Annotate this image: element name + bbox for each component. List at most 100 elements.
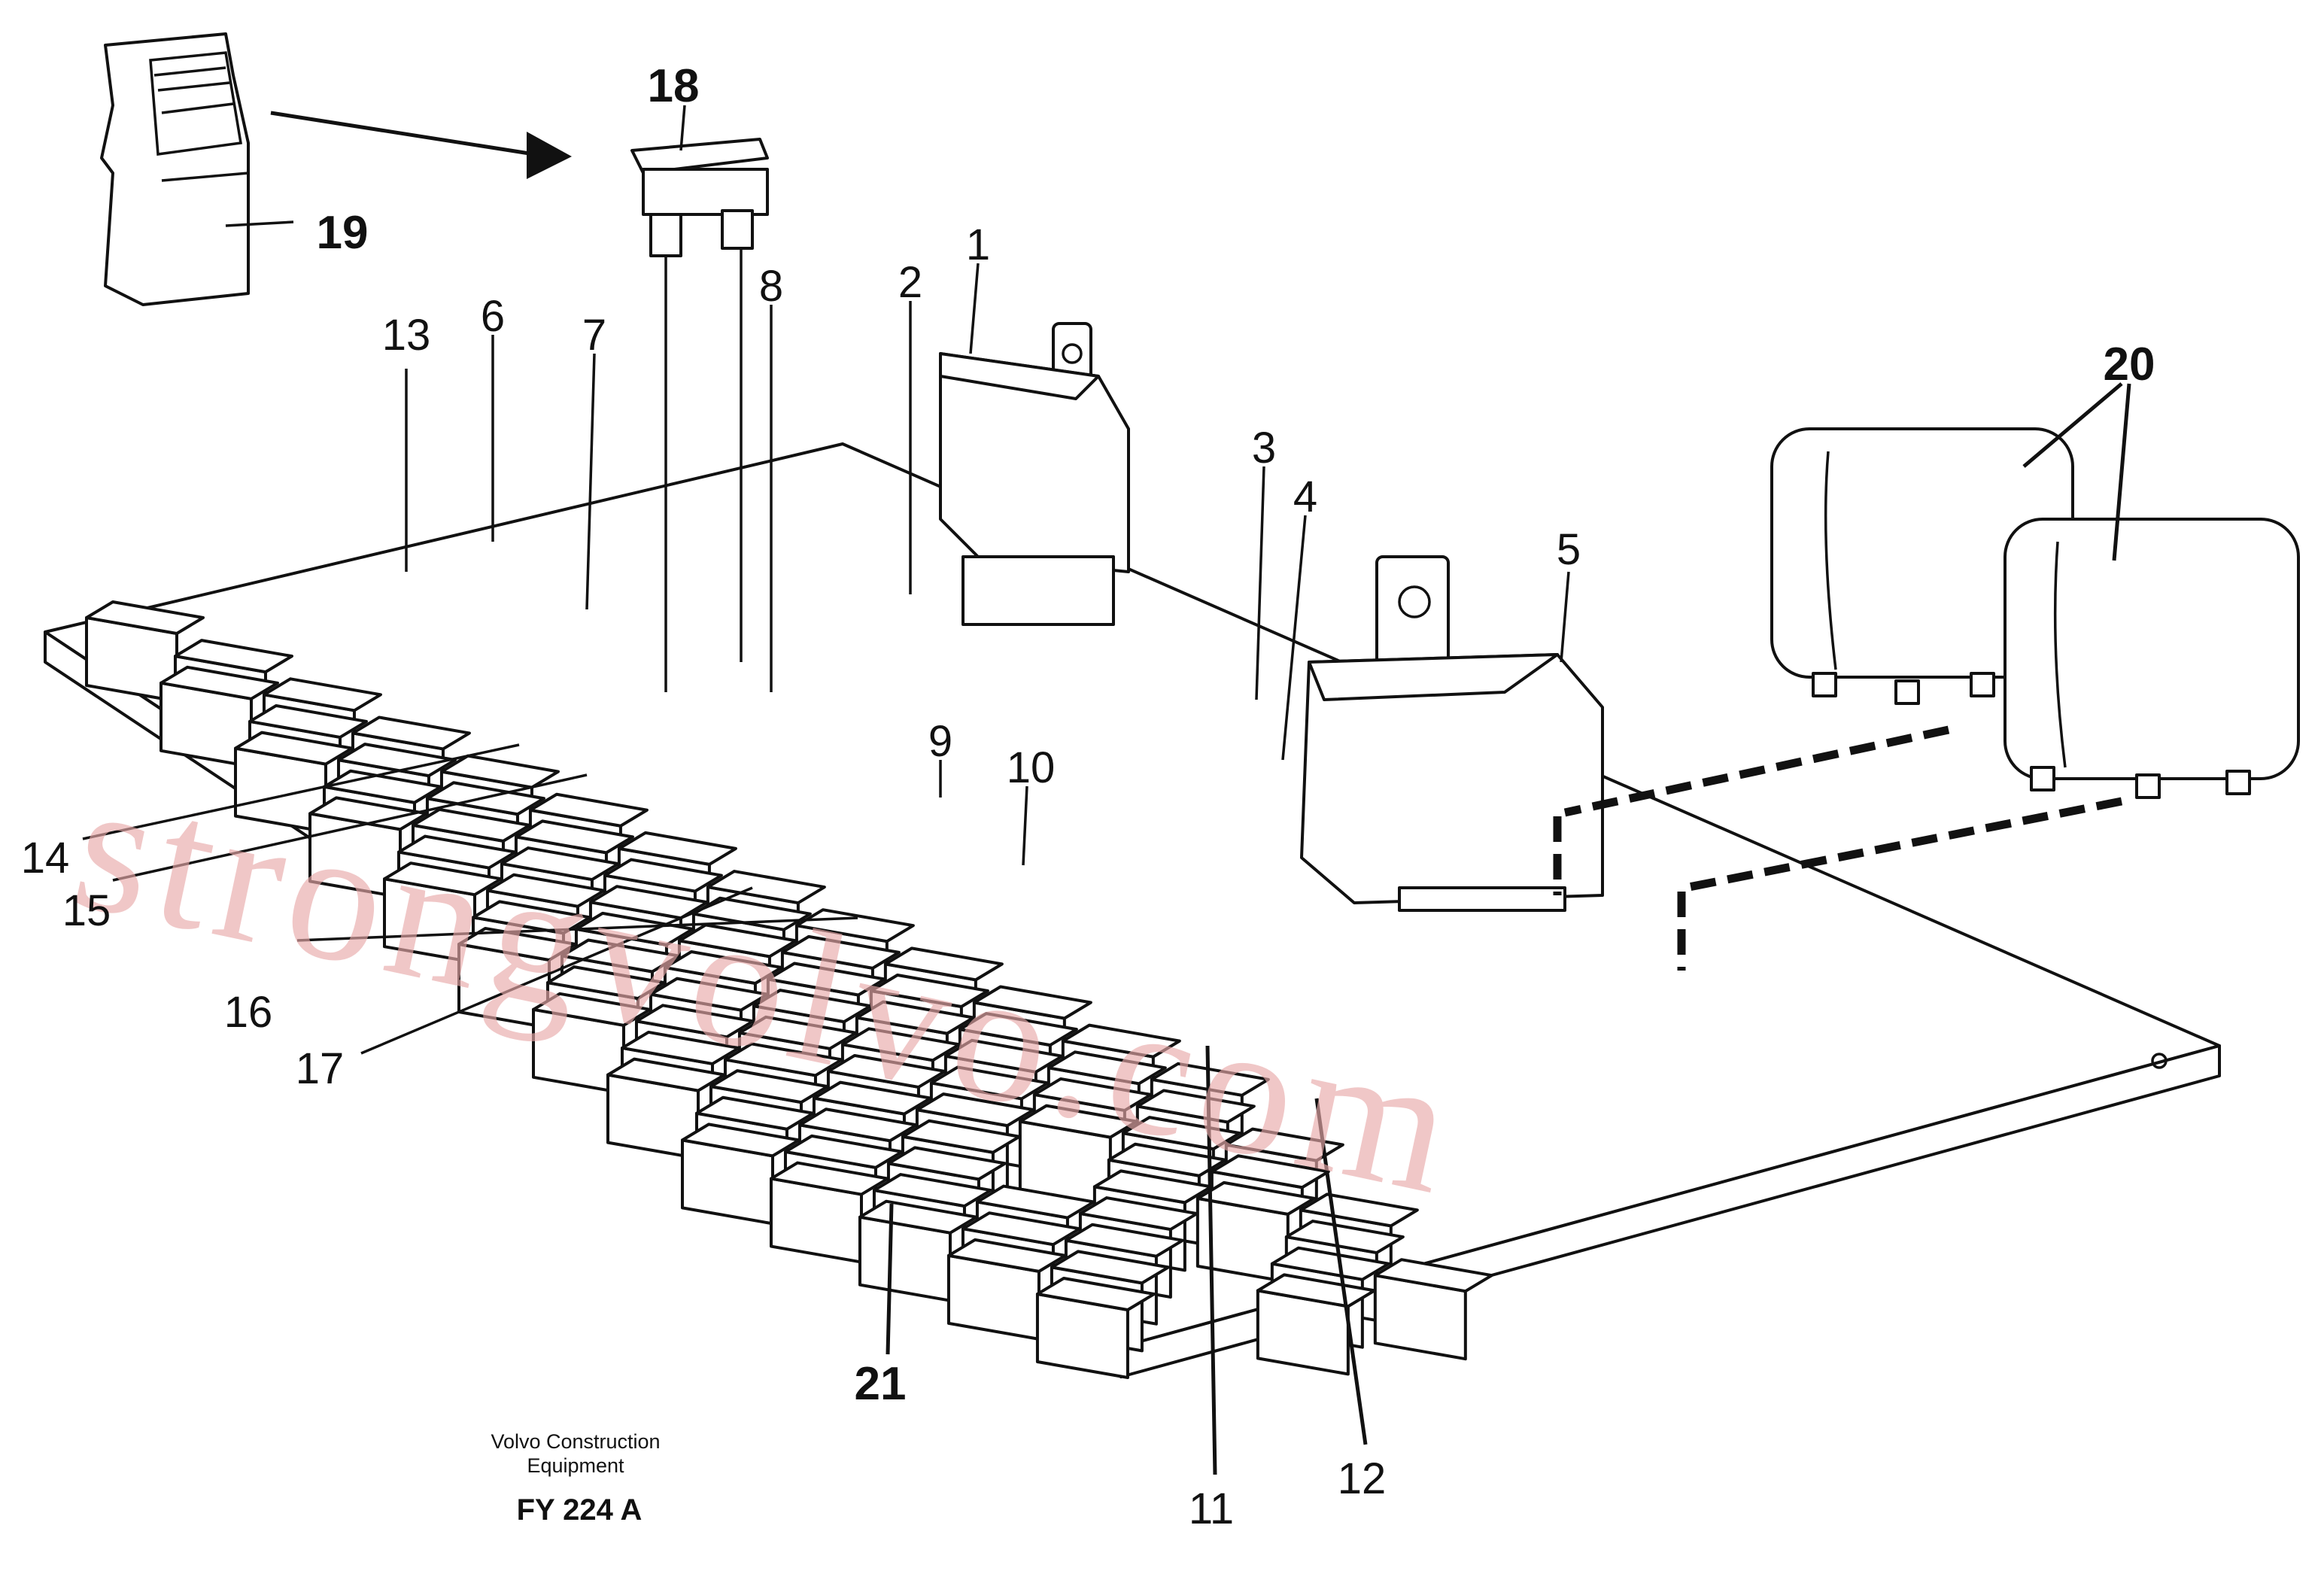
board-block-top	[694, 1095, 815, 1131]
board-block-top	[681, 1123, 800, 1158]
board-block-top	[1078, 1196, 1198, 1232]
board-block-top	[766, 962, 886, 997]
board-block-top	[723, 1042, 843, 1077]
board-block-top	[780, 934, 901, 970]
board-block-top	[574, 911, 694, 946]
board-block-top	[797, 1107, 918, 1143]
board-block-top	[872, 1173, 992, 1208]
board-block-top	[883, 946, 1004, 982]
board-block-top	[946, 1238, 1067, 1273]
board-block-top	[308, 796, 428, 831]
board-block-top	[336, 743, 457, 778]
board-block-top	[1035, 1277, 1156, 1311]
fuse-18	[630, 138, 769, 257]
callout-20: 20	[2104, 339, 2155, 390]
board-block-top	[1224, 1127, 1344, 1162]
fuse-clip-19	[100, 32, 250, 306]
board-block-top	[855, 1000, 975, 1035]
callout-9: 9	[928, 717, 952, 766]
board-block-top	[617, 831, 737, 866]
board-block-top	[1061, 1023, 1181, 1059]
callout-5: 5	[1557, 525, 1581, 574]
board-block-top	[1135, 1089, 1256, 1124]
leader-lines	[82, 105, 2131, 1475]
board-block-top	[1050, 1250, 1170, 1285]
board-block-top	[929, 1065, 1050, 1101]
board-block-top	[1373, 1258, 1493, 1293]
board-block-top	[1270, 1246, 1390, 1281]
board-block-top	[915, 1092, 1035, 1128]
board-block-top	[649, 977, 769, 1012]
board-block-top	[840, 1027, 961, 1062]
board-block-top	[560, 938, 680, 974]
board-block-top	[514, 819, 634, 855]
callout-18: 18	[648, 60, 700, 112]
board-block-top	[532, 992, 652, 1027]
caption-line-1: Volvo Construction	[491, 1430, 660, 1453]
callout-17: 17	[296, 1044, 345, 1093]
caption: Volvo Construction Equipment FY 224 A	[491, 1430, 660, 1527]
board-block-top	[545, 965, 666, 1001]
board-block-top	[709, 1069, 829, 1104]
board-block-top	[159, 665, 279, 700]
board-block-top	[812, 1080, 932, 1116]
board-block-top	[383, 861, 503, 897]
callout-6: 6	[481, 292, 505, 341]
callout-13: 13	[382, 311, 431, 360]
board-block-top	[620, 1030, 740, 1065]
board-block-top	[234, 731, 354, 766]
board-block-top	[1064, 1223, 1184, 1258]
board-block-top	[972, 985, 1092, 1020]
board-block-top	[663, 950, 783, 985]
board-block-top	[396, 834, 517, 870]
board-block-top	[1210, 1154, 1330, 1189]
board-block-top	[677, 923, 797, 959]
board-block-top	[826, 1053, 946, 1089]
board-block-top	[975, 1184, 1095, 1220]
board-block-top	[1107, 1142, 1227, 1177]
board-block-top	[606, 1057, 726, 1092]
board-block-top	[471, 900, 591, 935]
board-block-top	[411, 807, 531, 843]
board-block-top	[248, 703, 368, 739]
callout-4: 4	[1293, 472, 1317, 521]
board-block-top	[1047, 1050, 1167, 1086]
callout-14: 14	[21, 834, 70, 883]
callout-15: 15	[62, 886, 111, 935]
board-block-top	[351, 715, 471, 751]
relay-20-b	[2004, 518, 2300, 799]
board-block-top	[769, 1161, 889, 1196]
callout-21: 21	[855, 1358, 907, 1410]
arrow	[270, 111, 572, 179]
board-block-top	[706, 870, 826, 905]
callout-labels: 1 2 3 4 5 6 7 8 9 10 11 12 13 14 15 16 1…	[21, 60, 2155, 1533]
board-block-top	[85, 600, 205, 635]
board-block-top	[485, 873, 606, 908]
board-block-top	[858, 1199, 978, 1235]
board-block-top	[634, 1004, 755, 1039]
board-block-top	[528, 792, 649, 828]
board-block-top	[901, 1119, 1021, 1154]
board-components	[85, 600, 1493, 1379]
board-block-top	[322, 769, 442, 804]
board-block-top	[1092, 1169, 1213, 1205]
callout-12: 12	[1338, 1454, 1387, 1503]
relay-20-dashed-links	[1553, 725, 2123, 971]
callout-11: 11	[1189, 1484, 1234, 1533]
board-block-top	[500, 846, 620, 882]
callout-19: 19	[317, 207, 369, 259]
relay-5	[1300, 555, 1604, 912]
board-block-top	[1195, 1180, 1316, 1216]
board-block-top	[1032, 1077, 1153, 1112]
board-block-top	[262, 677, 382, 712]
board-block-top	[752, 989, 872, 1024]
callout-7: 7	[582, 311, 606, 360]
callout-2: 2	[898, 258, 922, 307]
callout-1: 1	[966, 220, 990, 269]
board-block-top	[457, 927, 577, 962]
board-block-top	[886, 1146, 1007, 1181]
board-block-top	[943, 1038, 1064, 1074]
board-block-top	[737, 1015, 858, 1050]
board-block-top	[783, 1134, 904, 1169]
